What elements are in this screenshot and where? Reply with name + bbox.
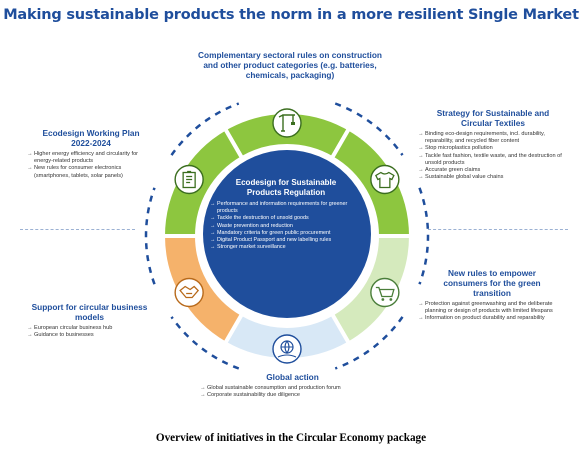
- page-title: Making sustainable products the norm in …: [3, 7, 579, 23]
- shirt-icon: [370, 164, 400, 195]
- bottom-section: Global action Global sustainable consump…: [200, 372, 385, 400]
- ecodesign-plan-heading: Ecodesign Working Plan 2022-2024: [27, 128, 155, 148]
- center-list: Performance and information requirements…: [210, 201, 362, 252]
- list-item: Tackle fast fashion, textile waste, and …: [418, 153, 568, 167]
- list-item: Mandatory criteria for green public proc…: [210, 230, 362, 237]
- list-item: European circular business hub: [27, 325, 152, 332]
- left-top-section: Ecodesign Working Plan 2022-2024 Higher …: [27, 128, 155, 180]
- list-item: Accurate green claims: [418, 167, 568, 174]
- list-item: New rules for consumer electronics (smar…: [27, 165, 155, 179]
- global-action-list: Global sustainable consumption and produ…: [200, 385, 385, 400]
- left-bottom-section: Support for circular business models Eur…: [27, 302, 152, 340]
- consumers-heading-line2: consumers for the green: [443, 278, 541, 288]
- list-item: Tackle the destruction of unsold goods: [210, 215, 362, 222]
- handshake-icon: [174, 277, 204, 308]
- business-models-heading-line2: models: [74, 312, 105, 322]
- list-item: Stronger market surveillance: [210, 244, 362, 251]
- business-models-list: European circular business hub Guidance …: [27, 325, 152, 340]
- list-item: Protection against greenwashing and the …: [418, 301, 566, 315]
- shopping-cart-icon: [370, 277, 400, 308]
- center-heading-line1: Ecodesign for Sustainable: [235, 178, 337, 187]
- center-section: Ecodesign for Sustainable Products Regul…: [210, 178, 362, 252]
- list-item: Higher energy efficiency and circularity…: [27, 151, 155, 165]
- globe-hand-icon: [272, 334, 302, 364]
- business-models-heading: Support for circular business models: [27, 302, 152, 322]
- top-heading: Complementary sectoral rules on construc…: [170, 50, 410, 80]
- right-top-section: Strategy for Sustainable and Circular Te…: [418, 108, 568, 182]
- center-heading-line2: Products Regulation: [246, 188, 326, 197]
- top-heading-line2: and other product categories (e.g. batte…: [203, 60, 377, 70]
- top-heading-line1: Complementary sectoral rules on construc…: [198, 50, 382, 60]
- consumers-heading-line1: New rules to empower: [447, 268, 537, 278]
- ecodesign-plan-heading-line1: Ecodesign Working Plan: [42, 128, 140, 138]
- left-divider: [20, 229, 135, 230]
- textiles-heading: Strategy for Sustainable and Circular Te…: [418, 108, 568, 128]
- figure-caption: Overview of initiatives in the Circular …: [155, 432, 427, 444]
- global-action-heading: Global action: [266, 372, 319, 382]
- list-item: Global sustainable consumption and produ…: [200, 385, 385, 392]
- consumers-heading: New rules to empower consumers for the g…: [418, 268, 566, 298]
- textiles-heading-line2: Circular Textiles: [461, 118, 525, 128]
- list-item: Corporate sustainability due diligence: [200, 392, 385, 399]
- right-divider: [428, 229, 568, 230]
- dashed-ring-arc: [144, 187, 156, 285]
- top-heading-line3: chemicals, packaging): [245, 70, 335, 80]
- right-bottom-section: New rules to empower consumers for the g…: [418, 268, 566, 323]
- center-heading: Ecodesign for Sustainable Products Regul…: [210, 178, 362, 198]
- list-item: Waste prevention and reduction: [210, 223, 362, 230]
- textiles-list: Binding eco-design requirements, incl. d…: [418, 131, 568, 182]
- list-item: Binding eco-design requirements, incl. d…: [418, 131, 568, 145]
- crane-icon: [272, 108, 302, 138]
- list-item: Sustainable global value chains: [418, 174, 568, 181]
- textiles-heading-line1: Strategy for Sustainable and: [436, 108, 550, 118]
- dashed-ring-arc: [418, 187, 430, 285]
- ecodesign-plan-list: Higher energy efficiency and circularity…: [27, 151, 155, 180]
- consumers-list: Protection against greenwashing and the …: [418, 301, 566, 323]
- consumers-heading-line3: transition: [473, 288, 511, 298]
- list-item: Guidance to businesses: [27, 332, 152, 339]
- list-item: Digital Product Passport and new labelli…: [210, 237, 362, 244]
- ecodesign-plan-heading-line2: 2022-2024: [71, 138, 111, 148]
- list-item: Performance and information requirements…: [210, 201, 362, 215]
- list-item: Information on product durability and re…: [418, 315, 566, 322]
- business-models-heading-line1: Support for circular business: [31, 302, 148, 312]
- clipboard-icon: [174, 164, 204, 195]
- list-item: Stop microplastics pollution: [418, 145, 568, 152]
